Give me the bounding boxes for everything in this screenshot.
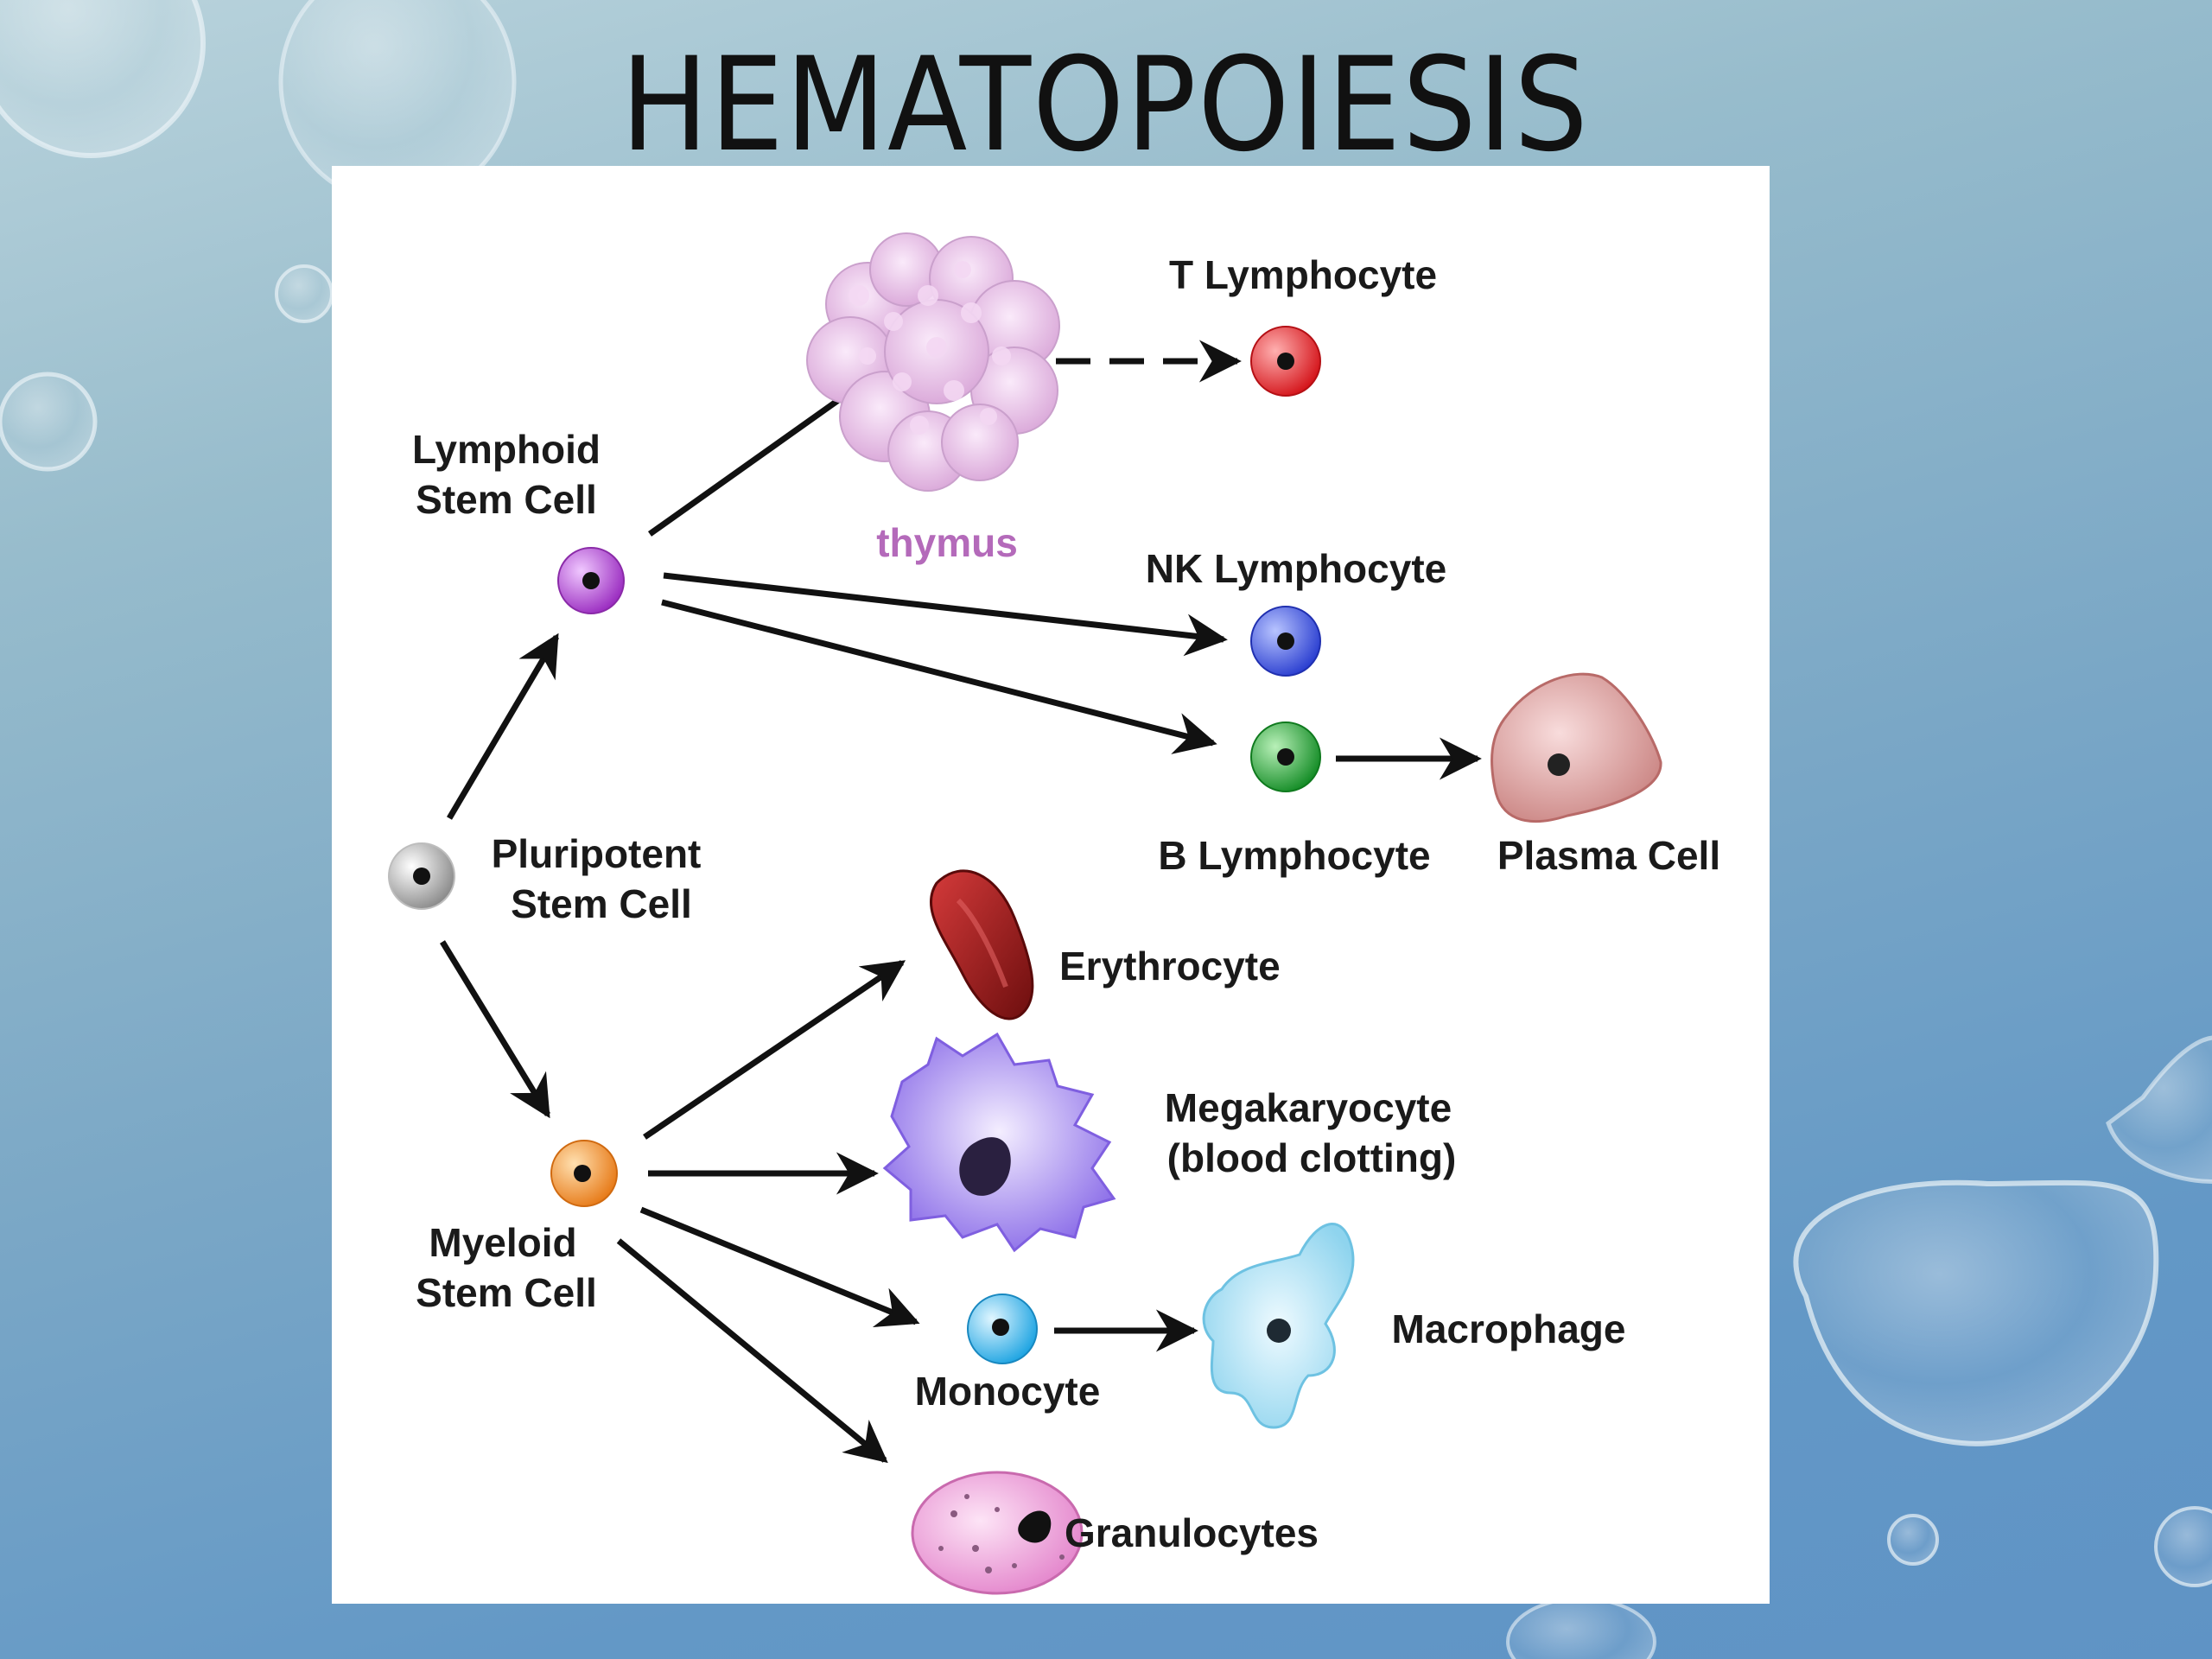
- arrow-pluripotent-to-myeloid: [440, 940, 550, 1119]
- arrow-lymphoid-to-b: [661, 599, 1217, 754]
- droplet: [1793, 1179, 2159, 1446]
- label-megakaryocyte-line1: Megakaryocyte: [1165, 1085, 1452, 1130]
- pluripotent-stem-cell: [388, 842, 455, 910]
- droplet: [2154, 1506, 2212, 1587]
- arrow-myeloid-to-granulocytes: [616, 1238, 888, 1464]
- label-t-lymphocyte: T Lymphocyte: [1169, 252, 1437, 297]
- label-pluripotent-stem-cell-line1: Pluripotent: [492, 831, 702, 876]
- droplet: [1887, 1514, 1939, 1566]
- label-myeloid-stem-cell-line2: Stem Cell: [416, 1270, 597, 1315]
- lymphoid-stem-cell: [557, 547, 625, 614]
- droplet: [0, 0, 206, 158]
- droplet: [1506, 1597, 1656, 1659]
- diagram-canvas: Lymphoid Stem Cell Pluripotent Stem Cell…: [388, 232, 1720, 1595]
- droplet: [2106, 1035, 2212, 1184]
- label-macrophage: Macrophage: [1392, 1306, 1626, 1351]
- myeloid-stem-cell: [550, 1140, 618, 1207]
- label-b-lymphocyte: B Lymphocyte: [1158, 833, 1430, 878]
- label-granulocytes: Granulocytes: [1065, 1510, 1319, 1555]
- arrow-myeloid-to-erythrocyte: [643, 960, 906, 1140]
- label-monocyte: Monocyte: [915, 1369, 1101, 1414]
- label-myeloid-stem-cell-line1: Myeloid: [429, 1220, 576, 1265]
- label-thymus: thymus: [876, 520, 1018, 565]
- label-nk-lymphocyte: NK Lymphocyte: [1146, 546, 1446, 591]
- droplet: [0, 372, 98, 472]
- label-pluripotent-stem-cell-line2: Stem Cell: [511, 881, 692, 926]
- macrophage-cell: [1202, 1223, 1355, 1429]
- plasma-cell: [1491, 672, 1662, 823]
- nk-lymphocyte-cell: [1250, 606, 1321, 677]
- label-plasma-cell: Plasma Cell: [1497, 833, 1720, 878]
- label-erythrocyte: Erythrocyte: [1059, 944, 1281, 988]
- arrow-pluripotent-to-lymphoid: [446, 632, 560, 820]
- hematopoiesis-diagram: Lymphoid Stem Cell Pluripotent Stem Cell…: [332, 166, 1770, 1604]
- droplet: [275, 264, 334, 323]
- monocyte-cell: [967, 1294, 1038, 1364]
- arrow-myeloid-to-monocyte: [639, 1206, 920, 1327]
- t-lymphocyte-cell: [1250, 326, 1321, 397]
- label-lymphoid-stem-cell-line2: Stem Cell: [416, 477, 597, 522]
- granulocyte-cell: [911, 1471, 1084, 1595]
- arrow-lymphoid-to-nk: [663, 572, 1228, 657]
- arrow-lymphoid-to-thymus: [647, 379, 868, 537]
- b-lymphocyte-cell: [1250, 721, 1321, 792]
- label-lymphoid-stem-cell-line1: Lymphoid: [412, 427, 601, 472]
- slide-title: HEMATOPOIESIS: [620, 30, 1590, 181]
- arrows: [440, 340, 1482, 1464]
- thymus-organ: [806, 232, 1060, 492]
- erythrocyte-cell: [929, 869, 1034, 1020]
- megakaryocyte-cell: [882, 1032, 1116, 1253]
- label-megakaryocyte-line2: (blood clotting): [1167, 1135, 1457, 1180]
